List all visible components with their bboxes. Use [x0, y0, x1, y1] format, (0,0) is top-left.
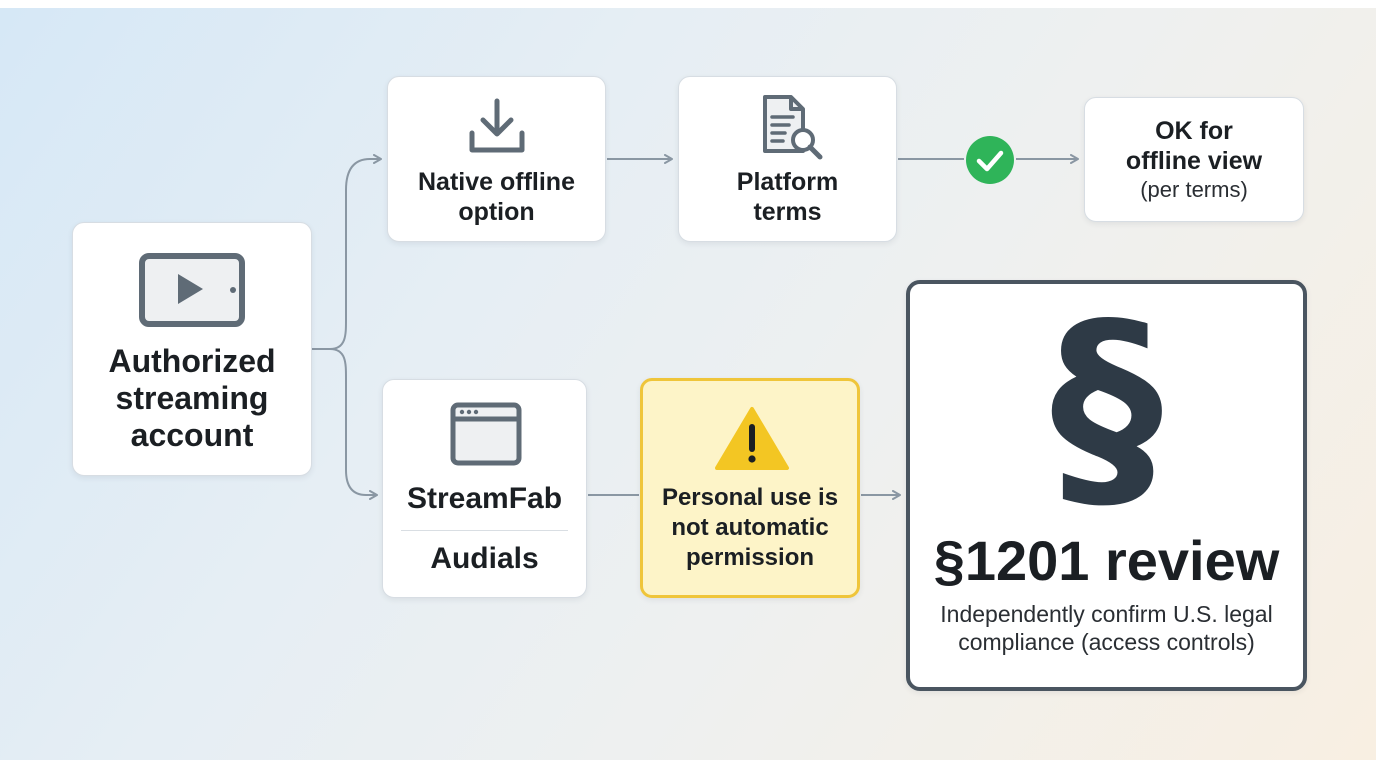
- tablet-play-icon: [139, 253, 245, 327]
- ok-offline-title: OK for offline view: [1125, 117, 1263, 175]
- platform-terms-label: Platform terms: [736, 168, 839, 226]
- tools-node: StreamFab Audials: [382, 379, 587, 598]
- native-offline-node: Native offline option: [387, 76, 606, 242]
- warning-node: Personal use is not automatic permission: [640, 378, 860, 598]
- document-search-icon: [763, 95, 823, 160]
- checkmark-icon: [966, 136, 1014, 184]
- download-icon: [469, 98, 525, 153]
- section-1201-review-node: § §1201 review Independently confirm U.S…: [906, 280, 1307, 691]
- platform-terms-node: Platform terms: [678, 76, 897, 242]
- section-sign-icon: §: [1050, 276, 1163, 538]
- connector-account-to-tools: [329, 348, 378, 500]
- native-offline-label: Native offline option: [418, 168, 575, 226]
- warning-label: Personal use is not automatic permission: [661, 484, 839, 571]
- ok-offline-subtitle: (per terms): [1140, 177, 1248, 202]
- tools-divider: [401, 530, 568, 531]
- warning-triangle-icon: [715, 407, 789, 470]
- tool-streamfab: StreamFab: [406, 482, 563, 515]
- browser-window-icon: [450, 402, 522, 466]
- account-node: Authorized streaming account: [72, 222, 312, 476]
- connector-account-to-native: [329, 154, 382, 350]
- review-title: §1201 review: [933, 529, 1280, 592]
- tool-audials: Audials: [430, 542, 539, 575]
- review-description: Independently confirm U.S. legal complia…: [940, 601, 1273, 655]
- ok-offline-node: OK for offline view (per terms): [1084, 97, 1304, 222]
- account-label: Authorized streaming account: [108, 343, 276, 453]
